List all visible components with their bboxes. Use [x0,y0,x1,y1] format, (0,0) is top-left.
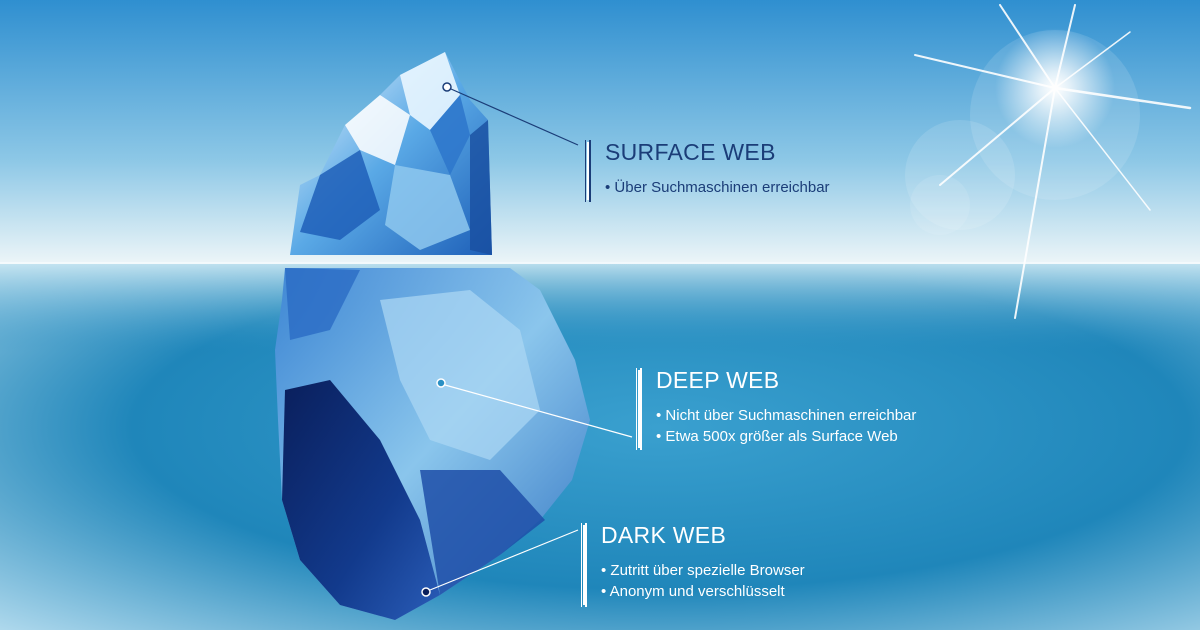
callout-surface [442,82,579,146]
deep-web-items: Nicht über Suchmaschinen erreichbar Etwa… [656,405,916,447]
iceberg-tip [290,52,492,255]
sun-icon [905,4,1192,319]
list-item: Über Suchmaschinen erreichbar [605,177,829,198]
surface-web-title: SURFACE WEB [605,139,776,165]
callout-dark [421,529,579,597]
list-item: Etwa 500x größer als Surface Web [656,426,916,447]
surface-web-items: Über Suchmaschinen erreichbar [605,177,829,198]
list-item: Zutritt über spezielle Browser [601,560,804,581]
iceberg-submerged [275,268,590,620]
dark-web-items: Zutritt über spezielle Browser Anonym un… [601,560,805,602]
water-surface-glow [0,262,1200,352]
surface-web-label: SURFACE WEB Über Suchmaschinen erreichba… [585,139,830,202]
deep-web-title: DEEP WEB [656,367,780,393]
callout-deep [436,378,633,438]
list-item: Anonym und verschlüsselt [601,581,805,602]
deep-web-label: DEEP WEB Nicht über Suchmaschinen erreic… [635,367,916,450]
sky [0,0,1200,265]
list-item: Nicht über Suchmaschinen erreichbar [656,405,916,426]
dark-web-title: DARK WEB [601,522,727,548]
dark-web-label: DARK WEB Zutritt über spezielle Browser … [581,522,805,607]
